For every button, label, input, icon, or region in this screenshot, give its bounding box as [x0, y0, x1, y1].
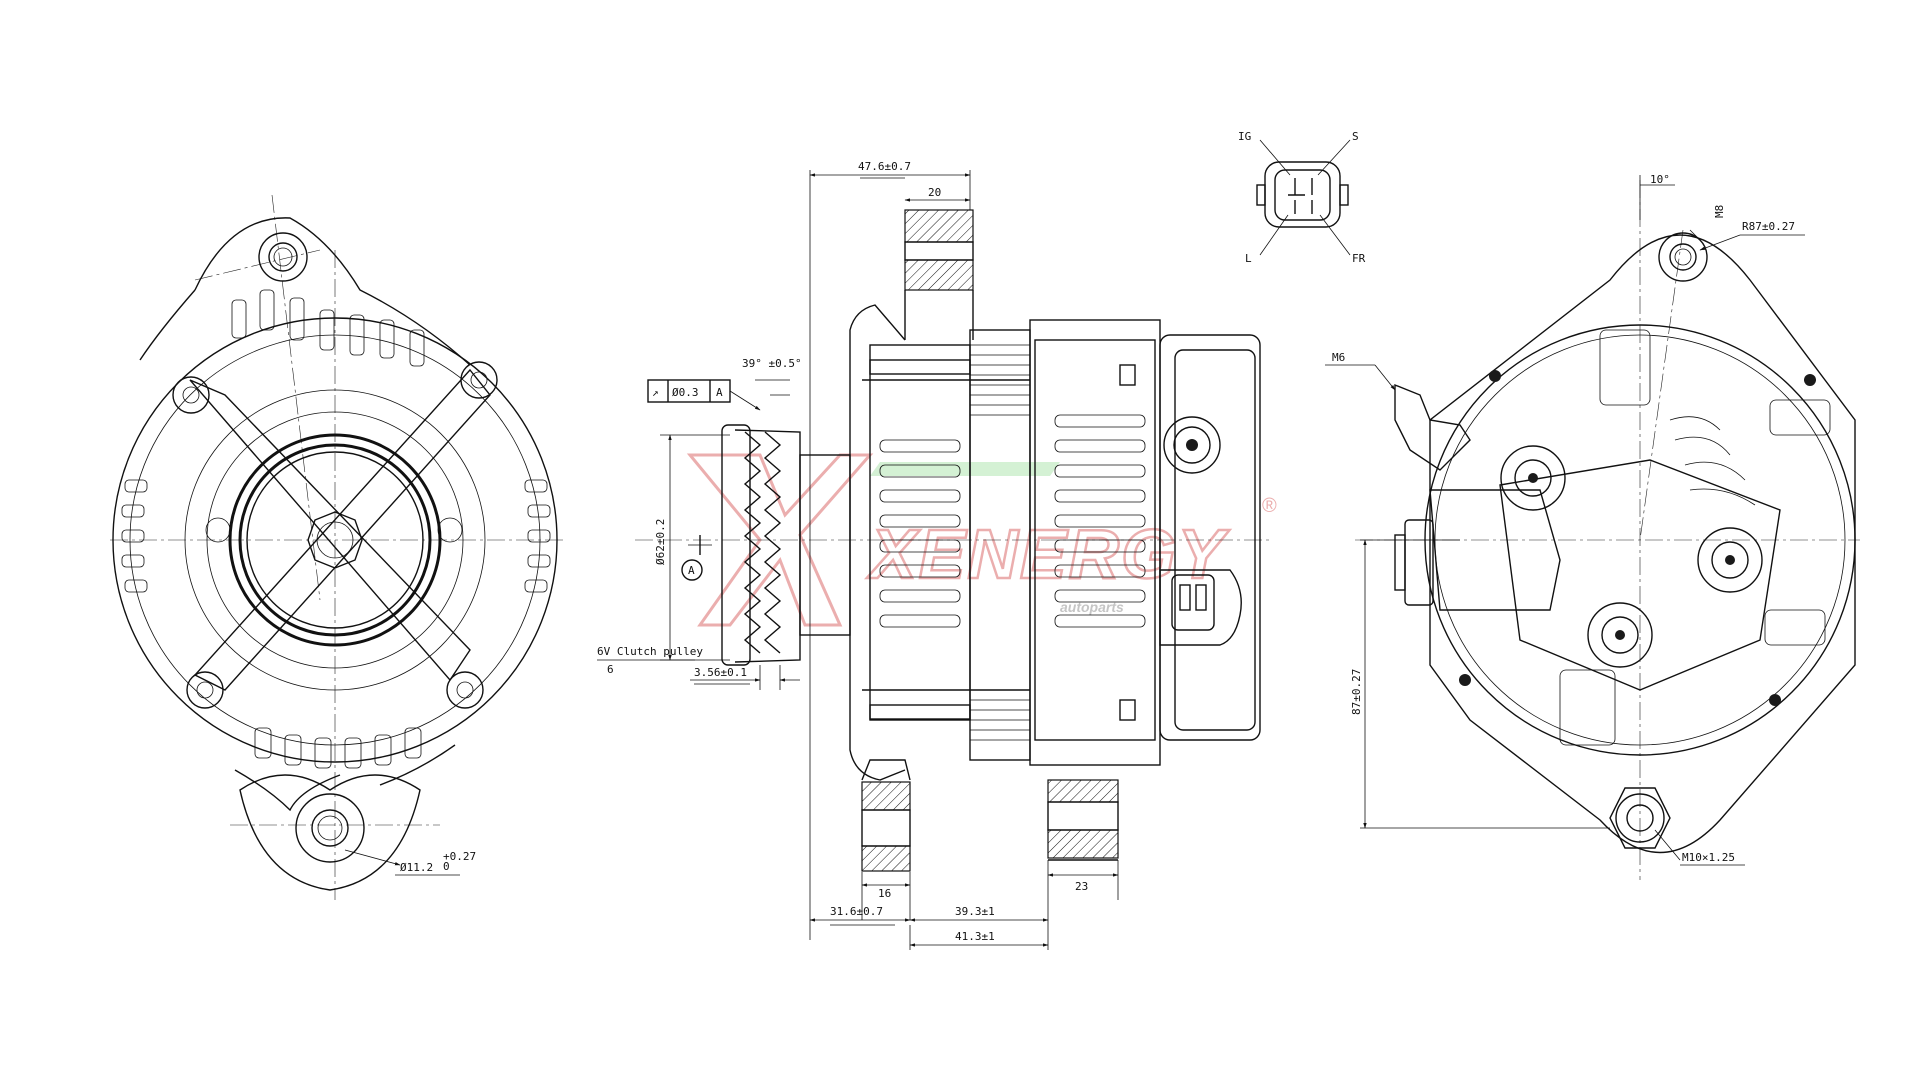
pulley-grooves: 6	[607, 663, 614, 676]
rear-thread-bottom: M10×1.25	[1682, 851, 1735, 864]
connector-pin-l: L	[1245, 252, 1252, 265]
rear-radius: R87±0.27	[1742, 220, 1795, 233]
rear-view: M6 10° M8 R87±0.27 87±0.27 M10×1.25	[1325, 173, 1860, 880]
runout-symbol: ↗	[652, 386, 659, 399]
runout-value: Ø0.3	[672, 386, 699, 399]
connector-pin-fr: FR	[1352, 252, 1366, 265]
connector-pin-s: S	[1352, 130, 1359, 143]
dim-overall-width: 47.6±0.7	[858, 160, 911, 173]
rear-height: 87±0.27	[1350, 669, 1363, 715]
dim-pulley-angle: 39° ±0.5°	[742, 357, 802, 370]
watermark: XENERGY autoparts ®	[686, 453, 1277, 627]
dim-mid: 39.3±1	[955, 905, 995, 918]
rear-angle: 10°	[1650, 173, 1670, 186]
pulley-note: 6V Clutch pulley	[597, 645, 703, 658]
dim-top-ear-width: 20	[928, 186, 941, 199]
connector-pin-ig: IG	[1238, 130, 1251, 143]
front-view: Ø11.2 +0.27 0	[110, 194, 565, 900]
dim-pulley-diameter: Ø62±0.2	[654, 519, 667, 565]
dim-right-ear-width: 23	[1075, 880, 1088, 893]
dim-left-ear-width: 16	[878, 887, 891, 900]
connector-diagram: IG S L FR	[1238, 130, 1366, 265]
dim-outer: 41.3±1	[955, 930, 995, 943]
front-hole-tol-upper: +0.27	[443, 850, 476, 863]
watermark-sub: autoparts	[1060, 599, 1124, 615]
front-hole-tol-lower: 0	[443, 860, 450, 873]
datum-label: A	[688, 564, 695, 577]
front-hole-dim: Ø11.2	[400, 861, 433, 874]
watermark-reg: ®	[1262, 495, 1277, 517]
rear-terminal: M6	[1332, 351, 1345, 364]
side-view: 47.6±0.7 20 39° ±0.5° ↗ Ø0.3 A Ø62±0.2 A…	[597, 160, 1270, 950]
dim-pulley-offset: 3.56±0.1	[694, 666, 747, 679]
dim-bottom-left: 31.6±0.7	[830, 905, 883, 918]
watermark-green-stripe	[870, 462, 1060, 476]
watermark-x-mark	[686, 453, 874, 627]
rear-thread-top: M8	[1713, 205, 1726, 218]
runout-datum: A	[716, 386, 723, 399]
